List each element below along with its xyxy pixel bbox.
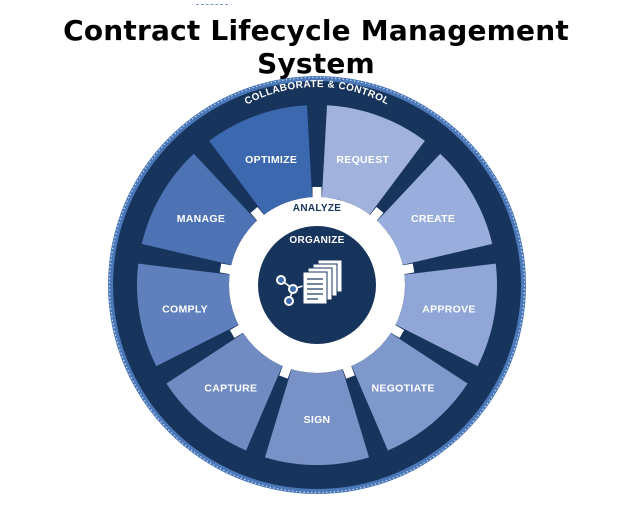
segment-notch bbox=[342, 364, 355, 379]
stage-label-approve: APPROVE bbox=[422, 303, 475, 315]
stage-label-sign: SIGN bbox=[304, 414, 331, 426]
stage-label-negotiate: NEGOTIATE bbox=[372, 383, 435, 395]
stage-segments: REQUEST CREATE APPROVE NEGOTIATE SIGN CAPTURE… bbox=[137, 105, 497, 465]
stage-label-capture: CAPTURE bbox=[204, 383, 257, 395]
stage-segment-create bbox=[377, 153, 493, 265]
page-title: Contract Lifecycle Management System bbox=[63, 14, 569, 80]
stage-segment-negotiate bbox=[351, 333, 468, 451]
stage-segment-sign bbox=[264, 369, 370, 465]
stage-label-manage: MANAGE bbox=[177, 213, 225, 225]
organize-label: ORGANIZE bbox=[289, 235, 344, 246]
stage-segment-capture bbox=[166, 333, 283, 451]
stage-segment-comply bbox=[137, 263, 239, 367]
segment-notch bbox=[279, 364, 292, 379]
stage-label-create: CREATE bbox=[411, 213, 455, 225]
stage-segment-optimize bbox=[209, 105, 313, 215]
documents-network-icon bbox=[276, 259, 343, 306]
stage-segment-manage bbox=[141, 153, 257, 265]
stage-label-request: REQUEST bbox=[336, 154, 389, 166]
stage-label-optimize: OPTIMIZE bbox=[245, 154, 297, 166]
stage-label-comply: COMPLY bbox=[162, 303, 208, 315]
stage-segment-request bbox=[321, 105, 425, 215]
top-dashed-line bbox=[196, 4, 228, 5]
analyze-label: ANALYZE bbox=[293, 203, 341, 214]
outer-rim-dots bbox=[108, 76, 526, 494]
stage-segment-approve bbox=[395, 263, 497, 367]
